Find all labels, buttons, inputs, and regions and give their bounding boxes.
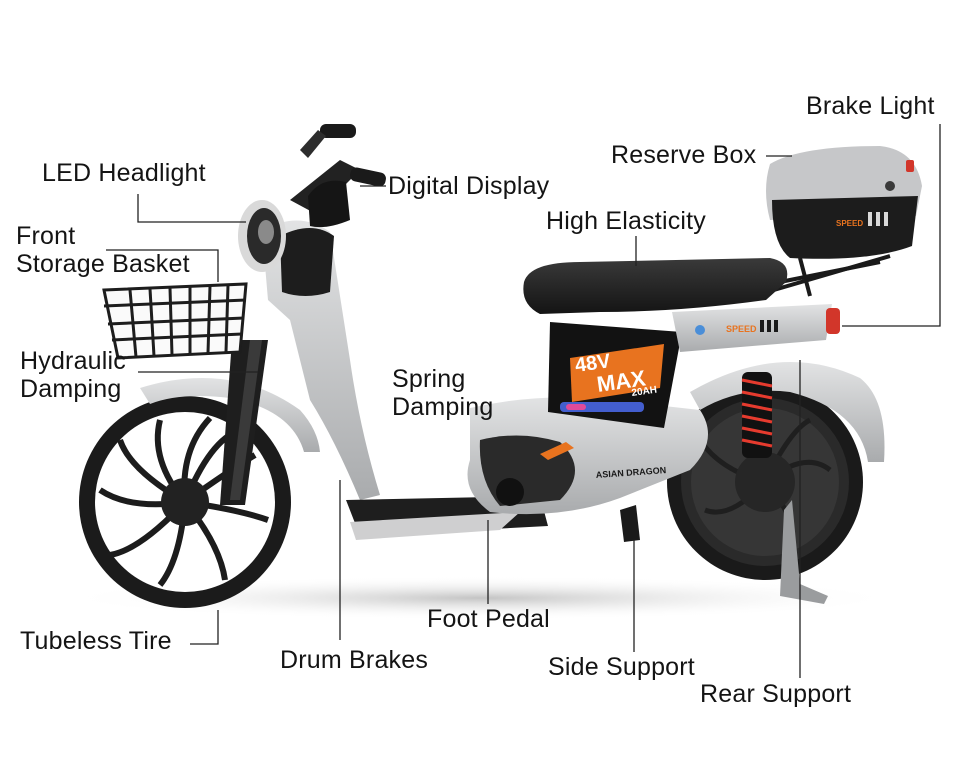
front-fork — [220, 340, 268, 505]
leader-front-basket — [106, 249, 219, 282]
handlebar — [290, 124, 386, 228]
leader-brake-light — [842, 124, 941, 327]
leader-lines — [106, 124, 941, 678]
side-stand — [620, 505, 640, 542]
tail-light — [826, 308, 840, 334]
front-fender — [140, 377, 320, 452]
label-hydraulic-damping: Hydraulic Damping — [20, 347, 126, 403]
leader-led-headlight — [137, 194, 246, 223]
front-wheel — [79, 396, 291, 608]
label-drum-brakes: Drum Brakes — [280, 646, 429, 674]
label-front-storage-basket-line1: Front — [16, 222, 76, 250]
label-hydraulic-damping-line2: Damping — [20, 374, 122, 403]
label-digital-display: Digital Display — [388, 172, 550, 200]
seat — [523, 258, 788, 314]
leader-tubeless-tire — [190, 610, 219, 645]
label-reserve-box: Reserve Box — [611, 141, 757, 169]
box-badge: SPEED — [836, 219, 863, 228]
rear-fender — [690, 361, 885, 462]
label-front-storage-basket-line2: Storage Basket — [16, 249, 190, 278]
headlight — [238, 200, 286, 272]
label-hydraulic-damping-line1: Hydraulic — [20, 347, 126, 375]
front-panel-dark — [280, 228, 334, 296]
front-basket — [102, 282, 248, 360]
label-side-support: Side Support — [548, 653, 695, 681]
label-rear-support: Rear Support — [700, 680, 852, 708]
battery-pack: 48V MAX 20AH — [548, 322, 682, 428]
label-brake-light: Brake Light — [806, 92, 935, 120]
rear-wheel — [667, 384, 863, 580]
rear-stand — [780, 500, 828, 604]
label-spring-damping-line1: Spring — [392, 365, 466, 393]
rear-rack — [759, 254, 891, 297]
side-panel — [672, 304, 832, 352]
label-spring-damping: Spring Damping — [392, 365, 494, 421]
label-high-elasticity: High Elasticity — [546, 207, 706, 235]
label-spring-damping-line2: Damping — [392, 392, 494, 421]
battery-voltage: 48V — [574, 350, 613, 377]
reserve-box: SPEED — [766, 146, 922, 259]
label-front-storage-basket: Front Storage Basket — [16, 222, 190, 278]
rear-shock — [741, 372, 773, 458]
label-tubeless-tire: Tubeless Tire — [20, 627, 172, 655]
label-foot-pedal: Foot Pedal — [427, 605, 550, 633]
panel-badge: SPEED — [726, 324, 757, 334]
label-led-headlight: LED Headlight — [42, 159, 206, 187]
brand-text: ASIAN DRAGON — [595, 465, 666, 480]
ground-shadow — [60, 576, 900, 620]
battery-capacity: 20AH — [631, 385, 658, 399]
